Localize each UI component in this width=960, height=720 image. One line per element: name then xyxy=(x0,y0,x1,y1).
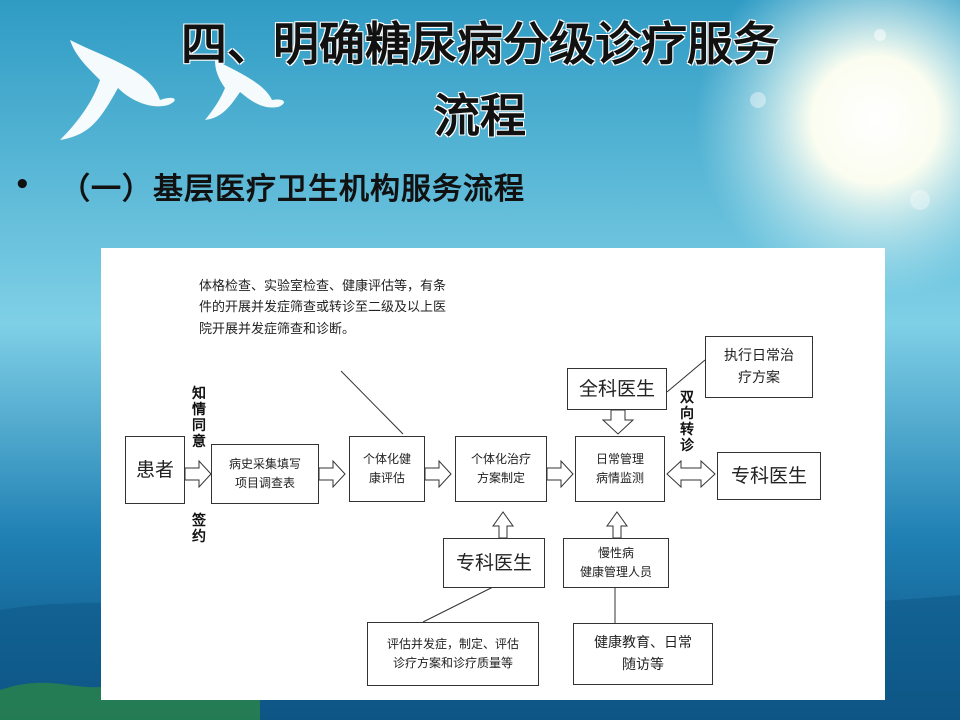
bullet-dot: • xyxy=(14,170,31,200)
sun-glow xyxy=(695,0,960,300)
bird-right xyxy=(205,60,284,120)
consent-label: 知 情 同 意 xyxy=(192,386,206,451)
box-history: 病史采集填写 项目调查表 xyxy=(211,444,319,504)
top-note: 体格检查、实验室检查、健康评估等，有条 件的开展并发症筛查或转诊至二级及以上医 … xyxy=(199,279,447,337)
box-treatment-plan: 个体化治疗 方案制定 xyxy=(455,436,547,502)
arrow-staff-daily xyxy=(606,511,628,539)
bird-left xyxy=(60,40,175,140)
referral-label: 双 向 转 诊 xyxy=(680,390,694,455)
arrow-patient-history xyxy=(184,459,212,489)
arrow-specialist-treatment xyxy=(492,511,514,539)
arrow-treatment-daily xyxy=(546,459,574,489)
box-gp: 全科医生 xyxy=(567,368,667,410)
flowchart-connectors xyxy=(184,359,716,623)
arrow-two-way-referral xyxy=(666,459,716,489)
slide-title-line1: 四、明确糖尿病分级诊疗服务 xyxy=(181,17,779,71)
sign-label: 签 约 xyxy=(192,513,206,546)
slide-subtitle: （一）基层医疗卫生机构服务流程 xyxy=(60,172,525,207)
box-chronic-staff: 慢性病 健康管理人员 xyxy=(563,538,669,588)
box-specialist-right: 专科医生 xyxy=(717,452,821,500)
flowchart-panel: 体格检查、实验室检查、健康评估等，有条 件的开展并发症筛查或转诊至二级及以上医 … xyxy=(101,248,885,700)
box-bottom-right-note: 健康教育、日常 随访等 xyxy=(573,623,713,685)
line-bleft-specialist xyxy=(422,585,496,623)
line-gpnote-gp xyxy=(666,359,706,393)
box-specialist-bottom: 专科医生 xyxy=(443,538,545,588)
box-daily-management: 日常管理 病情监测 xyxy=(575,436,665,502)
arrow-history-eval xyxy=(318,459,346,489)
arrow-gp-daily xyxy=(601,409,635,435)
slide-title-line2: 流程 xyxy=(434,89,526,143)
box-patient: 患者 xyxy=(125,436,185,504)
box-health-eval: 个体化健 康评估 xyxy=(349,436,425,502)
arrow-eval-treatment xyxy=(424,459,452,489)
line-note-eval xyxy=(340,370,404,435)
box-bottom-left-note: 评估并发症，制定、评估 诊疗方案和诊疗质量等 xyxy=(367,622,539,686)
box-gp-note: 执行日常治 疗方案 xyxy=(705,336,813,398)
